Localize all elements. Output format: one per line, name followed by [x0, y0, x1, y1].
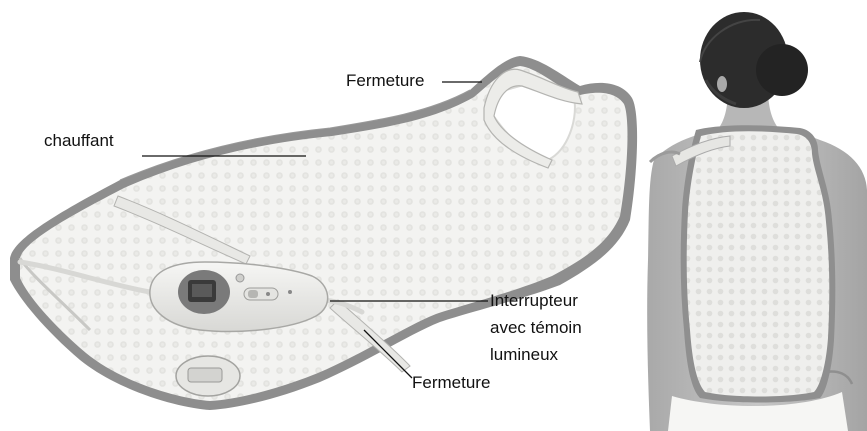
worn-pad-surface: [687, 131, 830, 396]
remote-control: [150, 262, 328, 331]
label-fermeture-top: Fermeture: [346, 70, 424, 92]
hair-bun: [756, 44, 808, 96]
woman-wearing-pad: [647, 12, 867, 431]
label-interrupteur-line3: lumineux: [490, 344, 558, 366]
label-chauffant: chauffant: [44, 130, 114, 152]
label-interrupteur-line2: avec témoin: [490, 317, 582, 339]
indicator-light: [236, 274, 244, 282]
label-interrupteur-line1: Interrupteur: [490, 290, 578, 312]
label-fermeture-bottom: Fermeture: [412, 372, 490, 394]
